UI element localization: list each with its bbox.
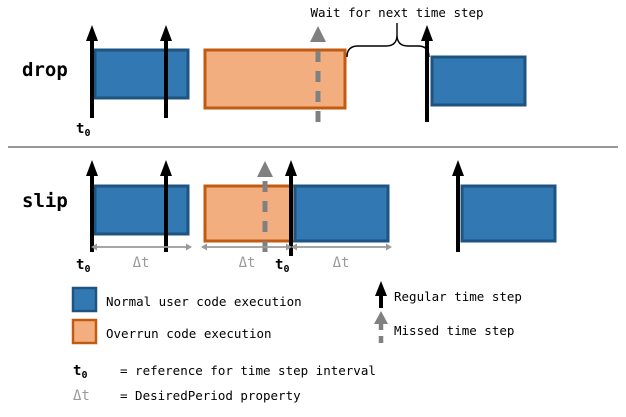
interval-label: Δt	[333, 255, 350, 271]
legend-arrow-regular	[375, 281, 387, 308]
interval-delta-t: Δt	[291, 243, 392, 271]
legend-swatch-normal	[71, 286, 98, 313]
legend-label-missed-step: Missed time step	[394, 323, 514, 338]
legend-swatch-overrun	[71, 318, 98, 345]
interval-label: Δt	[239, 255, 256, 271]
arrow-regular	[452, 160, 464, 252]
arrow-regular	[86, 160, 98, 252]
legend-definition-t0: = reference for time step interval	[120, 363, 376, 378]
interval-delta-t: Δt	[91, 243, 192, 271]
curly-brace	[346, 34, 430, 58]
row-label-slip: slip	[22, 190, 68, 212]
legend: Normal user code execution Overrun code …	[71, 281, 522, 404]
row-slip: slip Δt	[22, 160, 557, 275]
block-overrun	[203, 48, 347, 110]
legend-label-overrun: Overrun code execution	[106, 326, 272, 341]
block-normal	[93, 184, 190, 236]
legend-key-delta-t: Δt	[73, 388, 90, 404]
legend-label-regular-step: Regular time step	[394, 289, 522, 304]
block-normal	[293, 184, 390, 243]
interval-delta-t: Δt	[201, 243, 292, 271]
legend-definition-delta-t: = DesiredPeriod property	[120, 388, 301, 403]
arrow-missed	[257, 161, 273, 252]
block-normal	[93, 48, 190, 100]
interval-label: Δt	[133, 255, 150, 271]
annotation-wait-label: Wait for next time step	[310, 5, 483, 20]
block-normal	[460, 184, 557, 243]
block-normal	[430, 55, 527, 107]
arrow-regular	[86, 25, 98, 118]
arrow-missed	[310, 26, 326, 122]
legend-label-normal: Normal user code execution	[106, 294, 302, 309]
legend-arrow-missed	[374, 311, 388, 343]
row-label-drop: drop	[22, 59, 68, 81]
row-drop: drop Wait for next time step t0	[22, 5, 527, 139]
arrow-regular	[160, 25, 172, 118]
arrow-regular	[160, 160, 172, 252]
t0-marker: t0	[76, 257, 90, 275]
arrow-regular	[285, 160, 297, 256]
t0-marker: t0	[275, 257, 289, 275]
legend-key-t0: t0	[73, 363, 87, 381]
t0-marker: t0	[76, 121, 90, 139]
